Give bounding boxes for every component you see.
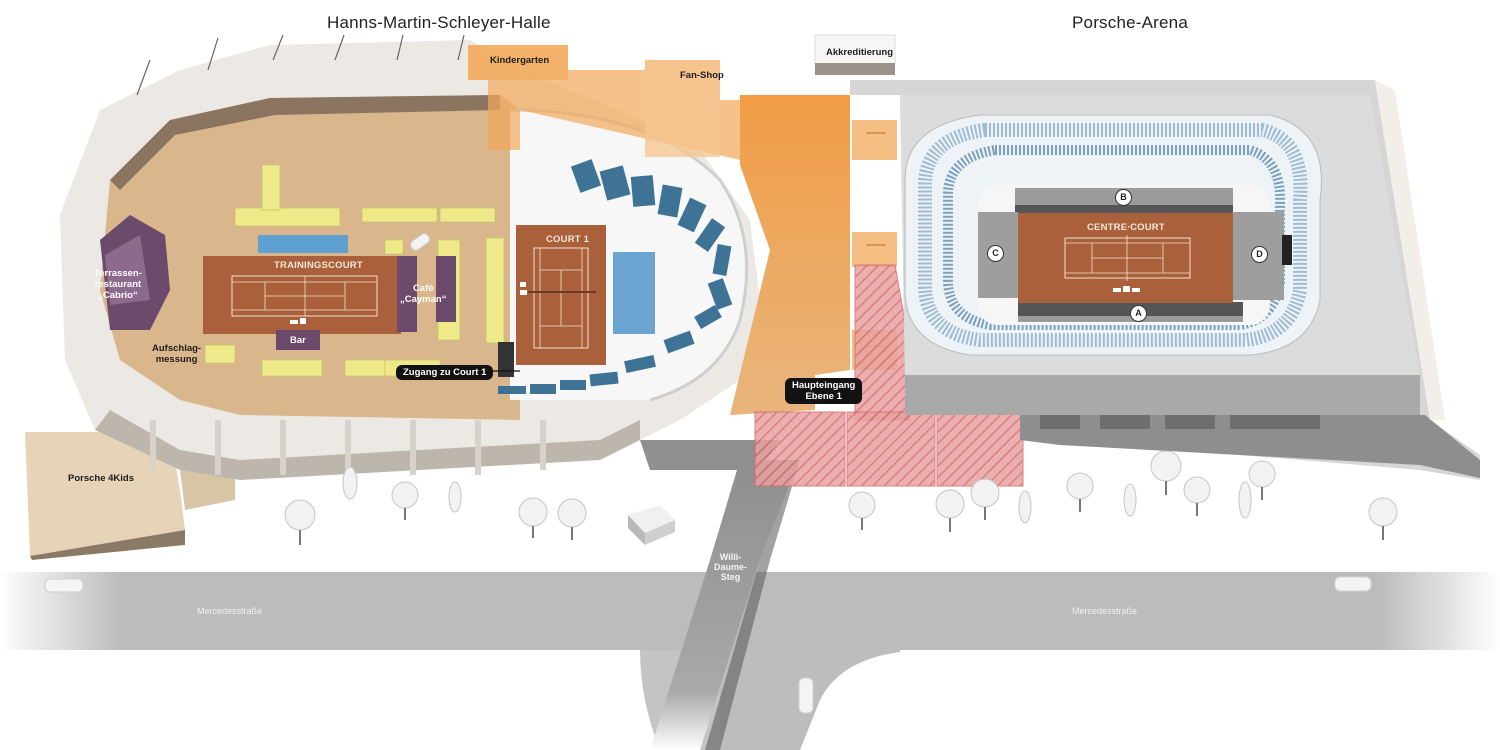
area-fan-shop[interactable]: Fan-Shop	[680, 70, 724, 81]
area-trainingscourt[interactable]: TRAININGSCOURT	[274, 260, 363, 271]
cars	[44, 233, 1372, 714]
area-porsche-4kids[interactable]: Porsche 4Kids	[68, 473, 134, 484]
label-willi-daume-steg: Willi- Daume- Steg	[714, 552, 747, 582]
label-line: Terrassen-	[94, 268, 142, 279]
porsche-4kids-building	[25, 432, 235, 560]
area-kindergarten[interactable]: Kindergarten	[490, 55, 550, 66]
area-centre-court[interactable]: CENTRE∙COURT	[1087, 222, 1165, 233]
terrassen-restaurant-highlight	[105, 235, 150, 305]
label-line: Haupteingang	[792, 380, 856, 391]
area-terrassen-restaurant-cabrio[interactable]: Terrassen- restaurant „Cabrio“	[94, 268, 142, 301]
label-line: Aufschlag-	[152, 343, 202, 354]
court-1-seating	[498, 159, 733, 394]
orange-walkway	[468, 45, 897, 415]
label-line: restaurant	[94, 279, 142, 290]
willi-daume-steg-bridge	[640, 440, 800, 750]
porsche-arena-building	[740, 80, 1480, 480]
stand-badge-c[interactable]: C	[987, 245, 1004, 262]
trees	[284, 450, 1398, 545]
bar-shape	[276, 330, 320, 350]
venue-title-schleyer-halle: Hanns-Martin-Schleyer-Halle	[327, 13, 551, 32]
akkreditierung-booth	[814, 34, 896, 75]
small-kiosk	[628, 505, 675, 545]
callout-haupteingang-ebene-1[interactable]: Haupteingang Ebene 1	[785, 378, 863, 404]
venue-title-porsche-arena: Porsche-Arena	[1072, 13, 1188, 32]
area-court-1[interactable]: COURT 1	[546, 234, 590, 245]
cafe-cayman-shape	[397, 256, 456, 332]
street-mercedesstrasse-right: Mercedesstraße	[1072, 606, 1138, 616]
street-mercedesstrasse-left: Mercedesstraße	[197, 606, 263, 616]
label-line: „Cayman“	[400, 294, 447, 305]
blue-booth	[258, 235, 348, 253]
blue-seating-block	[613, 252, 655, 334]
label-line: Daume-	[714, 562, 748, 572]
label-line: Steg	[720, 572, 741, 582]
label-line: messung	[155, 354, 198, 365]
court-1-access-marker	[498, 342, 514, 377]
court-1	[516, 225, 606, 365]
label-line: Willi-	[719, 552, 742, 562]
trainingscourt	[203, 256, 401, 334]
area-aufschlagmessung[interactable]: Aufschlag- messung	[152, 343, 201, 365]
red-hatched-zones	[754, 264, 1024, 487]
area-akkreditierung[interactable]: Akkreditierung	[826, 47, 894, 58]
callout-zugang-court-1[interactable]: Zugang zu Court 1	[396, 365, 494, 380]
stand-badge-d[interactable]: D	[1251, 246, 1268, 263]
area-bar[interactable]: Bar	[290, 335, 306, 346]
area-cafe-cayman[interactable]: Café „Cayman“	[400, 283, 446, 305]
label-line: „Cabrio“	[98, 290, 138, 301]
label-line: Café	[412, 283, 434, 294]
label-line: Ebene 1	[805, 391, 842, 402]
stand-badge-b[interactable]: B	[1115, 189, 1132, 206]
stand-badge-a[interactable]: A	[1130, 305, 1147, 322]
